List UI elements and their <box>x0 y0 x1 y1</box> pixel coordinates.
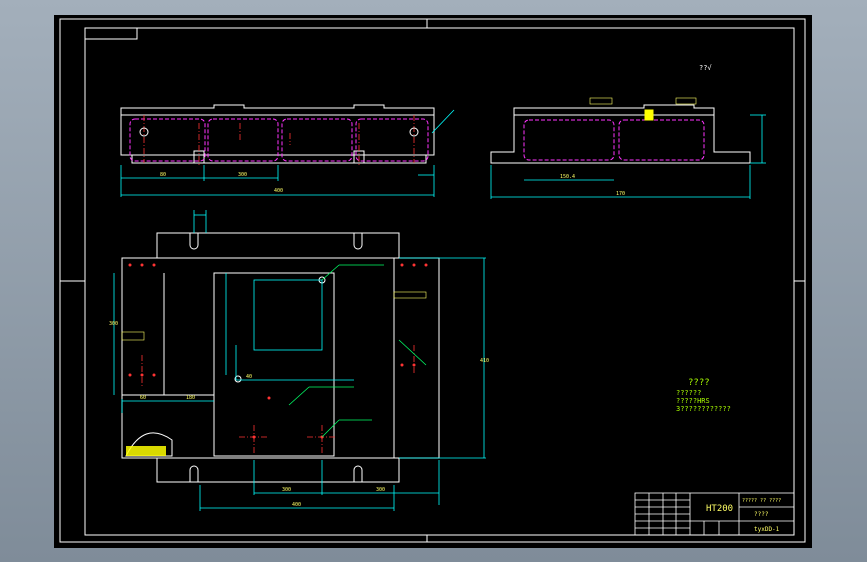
svg-text:300: 300 <box>376 487 385 493</box>
technical-requirements: ???? ?????? ?????HRS 3???????????? <box>676 378 731 413</box>
svg-text:????? ?? ????: ????? ?? ???? <box>742 498 781 504</box>
svg-text:60: 60 <box>140 395 146 401</box>
svg-text:300: 300 <box>109 321 118 327</box>
sheet-frame <box>59 18 806 543</box>
svg-text:300: 300 <box>238 172 247 178</box>
svg-text:170: 170 <box>616 191 625 197</box>
drawing-number: tyxDD-1 <box>754 526 780 533</box>
svg-text:400: 400 <box>292 502 301 508</box>
plan-view: 410 60 180 300 400 300 300 40 <box>109 97 697 511</box>
drawing-canvas[interactable]: 400 80 300 <box>54 15 812 548</box>
svg-text:400: 400 <box>274 188 283 194</box>
roughness-note: ??√ <box>699 64 712 72</box>
side-view: 170 150.4 ??√ <box>490 64 766 199</box>
svg-text:?????HRS: ?????HRS <box>676 397 710 405</box>
side-view-keyway <box>644 109 654 121</box>
svg-text:410: 410 <box>480 358 489 364</box>
svg-text:180: 180 <box>186 395 195 401</box>
svg-text:80: 80 <box>160 172 166 178</box>
svg-text:??????: ?????? <box>676 389 701 397</box>
material-label: HT200 <box>706 504 733 514</box>
section-hatch <box>125 432 173 457</box>
title-block: HT200 ????? ?? ???? ???? tyxDD-1 <box>634 492 795 536</box>
svg-text:40: 40 <box>246 374 252 380</box>
svg-text:????: ???? <box>754 511 769 518</box>
svg-text:300: 300 <box>282 487 291 493</box>
svg-text:150.4: 150.4 <box>560 174 575 180</box>
svg-text:????: ???? <box>688 378 710 388</box>
svg-text:3????????????: 3???????????? <box>676 405 731 413</box>
front-view: 400 80 300 <box>120 104 455 197</box>
engineering-drawing: 400 80 300 <box>59 18 806 543</box>
